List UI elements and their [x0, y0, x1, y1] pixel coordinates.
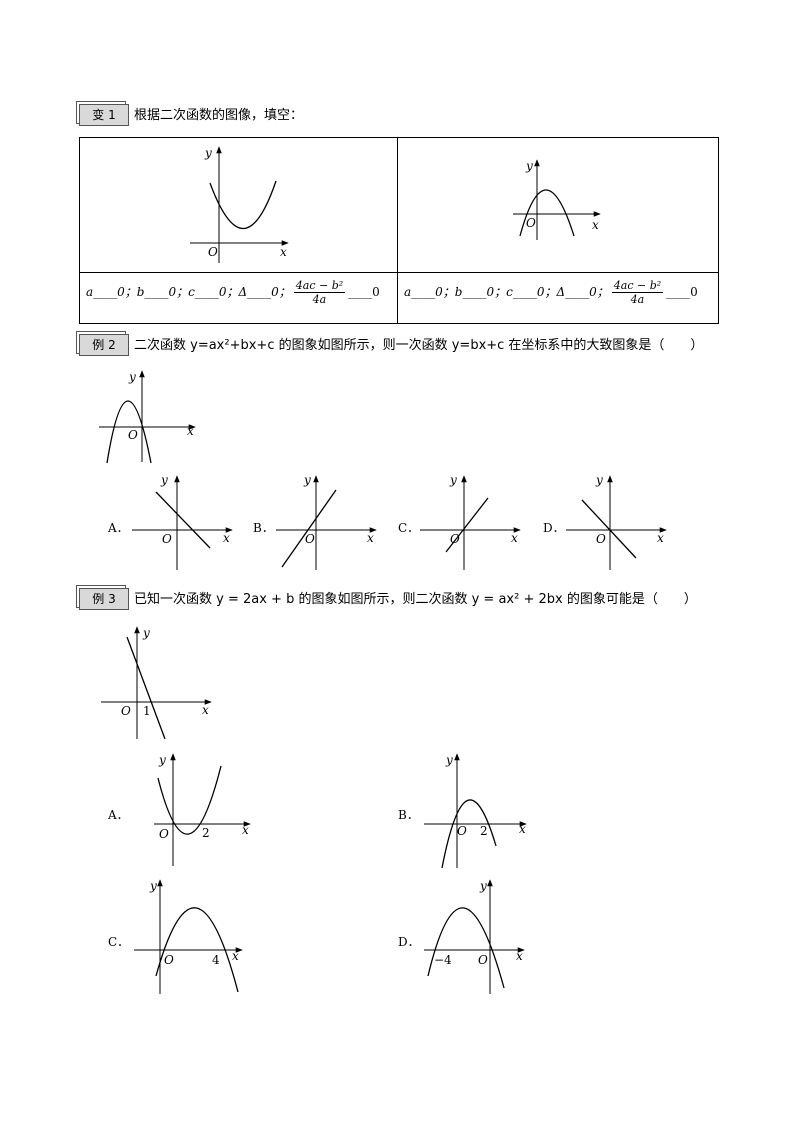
q3-b-y-label: y [445, 753, 453, 767]
q2-b-origin: O [305, 532, 315, 546]
q3-option-d-graph[interactable]: y O −4 x [420, 876, 540, 998]
q1-left-origin: O [208, 245, 218, 259]
q3-option-c-graph[interactable]: y O 4 x [130, 876, 260, 996]
q3-b-x-label: x [519, 822, 526, 836]
q3-given-tick-1: 1 [143, 704, 151, 718]
q1-right-y-label: y [525, 159, 533, 173]
q3-option-a-label[interactable]: A． [108, 808, 129, 822]
q2-b-x-label: x [367, 531, 374, 545]
q1-right-x-label: x [592, 218, 599, 232]
q3-d-x-label: x [516, 949, 523, 963]
q3-a-x-label: x [242, 823, 249, 837]
q3-c-origin: O [164, 953, 174, 967]
q2-given-origin: O [128, 428, 138, 442]
q2-tag-label: 例 2 [79, 334, 129, 356]
q1-table: y O x y O x a____0；b____0；c____0；Δ____0；… [79, 137, 719, 324]
q3-given-origin: O [121, 704, 131, 718]
q1-graph-right: y O x [513, 159, 601, 240]
q3-text: 已知一次函数 y = 2ax + b 的图象如图所示，则二次函数 y = ax²… [134, 592, 697, 607]
q2-option-c-graph[interactable]: y O x [416, 472, 526, 572]
q2-c-y-label: y [449, 473, 457, 487]
q3-a-tick-2: 2 [202, 826, 210, 840]
q1-tag-label: 变 1 [79, 104, 129, 126]
q2-a-x-label: x [223, 531, 230, 545]
q3-c-tick-4: 4 [212, 953, 220, 967]
q2-text: 二次函数 y=ax²+bx+c 的图象如图所示，则一次函数 y=bx+c 在坐标… [134, 338, 704, 353]
q1-left-y-label: y [204, 146, 212, 160]
q3-c-x-label: x [232, 949, 239, 963]
q1-left-x-label: x [280, 245, 287, 259]
q3-d-tick-neg4: −4 [434, 953, 452, 967]
q2-d-y-label: y [595, 473, 603, 487]
q2-a-y-label: y [160, 473, 168, 487]
q3-c-y-label: y [149, 879, 157, 893]
q2-c-origin: O [450, 532, 460, 546]
q3-given-graph: y O 1 x [101, 626, 212, 740]
q2-d-x-label: x [657, 531, 664, 545]
q1-cond-right-text: a____0；b____0；c____0；Δ____0； [404, 285, 609, 299]
q2-option-a-label[interactable]: A． [108, 521, 129, 535]
q2-tag: 例 2 [76, 331, 129, 356]
q3-option-b-label[interactable]: B． [398, 808, 419, 822]
q2-option-d-graph[interactable]: y O x [562, 472, 672, 572]
q3-given-y-label: y [142, 626, 150, 640]
q3-b-origin: O [457, 824, 467, 838]
q3-tag-label: 例 3 [79, 588, 129, 610]
q2-b-y-label: y [303, 473, 311, 487]
q3-d-origin: O [478, 953, 488, 967]
q2-option-b-graph[interactable]: y O x [272, 472, 382, 572]
q3-tag: 例 3 [76, 585, 129, 610]
q2-a-origin: O [162, 532, 172, 546]
q1-frac-right-blank: ____0 [666, 285, 698, 299]
q3-a-origin: O [159, 827, 169, 841]
q3-b-tick-2: 2 [480, 824, 488, 838]
q2-c-x-label: x [511, 531, 518, 545]
q1-text: 根据二次函数的图像，填空： [134, 108, 304, 123]
q2-option-a-graph[interactable]: y O x [128, 472, 238, 572]
q2-option-b-label[interactable]: B． [253, 521, 274, 535]
q1-frac-left-blank: ____0 [348, 285, 380, 299]
q2-option-d-label[interactable]: D． [543, 521, 565, 535]
q3-a-y-label: y [158, 753, 166, 767]
q2-d-origin: O [596, 532, 606, 546]
q3-option-a-graph[interactable]: y O 2 x [130, 750, 260, 870]
q2-given-graph: y O x [99, 370, 196, 464]
q3-option-c-label[interactable]: C． [108, 935, 130, 949]
q2-given-x-label: x [187, 424, 194, 438]
q1-cond-left-text: a____0；b____0；c____0；Δ____0； [86, 285, 291, 299]
q2-given-y-label: y [128, 370, 136, 384]
q3-given-x-label: x [202, 703, 209, 717]
q1-tag: 变 1 [76, 101, 129, 126]
q3-option-d-label[interactable]: D． [398, 935, 420, 949]
q3-option-b-graph[interactable]: y O 2 x [420, 750, 540, 870]
q1-right-origin: O [526, 216, 536, 230]
q2-option-c-label[interactable]: C． [398, 521, 420, 535]
q3-d-y-label: y [479, 879, 487, 893]
q1-graph-left: y O x [190, 146, 289, 263]
